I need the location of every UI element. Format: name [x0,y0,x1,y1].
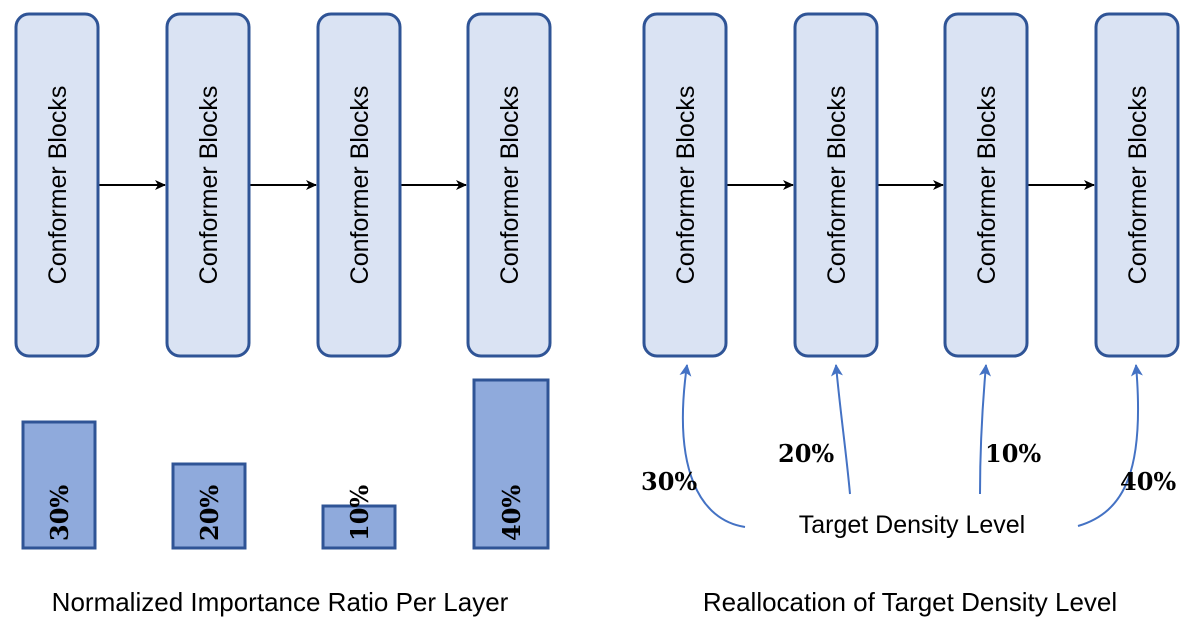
importance-bars: 30% 20% 10% 40% [21,378,550,550]
density-percent-label: 40% [1120,467,1176,496]
conformer-block-label: Conformer Blocks [823,86,851,285]
importance-bar [321,504,397,550]
target-density-label: Target Density Level [799,511,1026,539]
density-arrow [1077,364,1143,527]
conformer-block: Conformer Blocks [943,12,1029,358]
conformer-block-label: Conformer Blocks [973,86,1001,285]
conformer-block-label: Conformer Blocks [1124,86,1152,285]
conformer-block-label: Conformer Blocks [672,86,700,285]
conformer-block: Conformer Blocks [165,12,251,358]
density-percent-label: 20% [778,439,834,468]
conformer-block: Conformer Blocks [316,12,402,358]
importance-bar-label: 40% [497,485,526,541]
conformer-block: Conformer Blocks [14,12,100,358]
density-arrow [979,364,992,495]
conformer-block: Conformer Blocks [793,12,879,358]
density-percent-label: 30% [641,467,697,496]
left-caption: Normalized Importance Ratio Per Layer [52,587,509,617]
conformer-block-label: Conformer Blocks [44,86,72,285]
importance-bar [171,462,247,550]
conformer-block: Conformer Blocks [466,12,552,358]
conformer-block: Conformer Blocks [1094,12,1180,358]
importance-bar [472,378,550,550]
conformer-block-label: Conformer Blocks [346,86,374,285]
right-caption: Reallocation of Target Density Level [703,587,1117,617]
density-percent-label: 10% [985,439,1041,468]
importance-bar [21,420,97,550]
left-panel: Conformer Blocks Conformer Blocks Confor… [14,12,552,617]
density-arrow [830,364,851,495]
density-arrow [679,364,746,528]
right-panel: Conformer Blocks Conformer Blocks Confor… [641,12,1180,617]
conformer-block-label: Conformer Blocks [496,86,524,285]
importance-bar-label: 30% [45,485,74,541]
importance-bar-label: 20% [195,485,224,541]
conformer-block-label: Conformer Blocks [195,86,223,285]
importance-bar-label: 10% [345,485,374,541]
conformer-block: Conformer Blocks [642,12,728,358]
